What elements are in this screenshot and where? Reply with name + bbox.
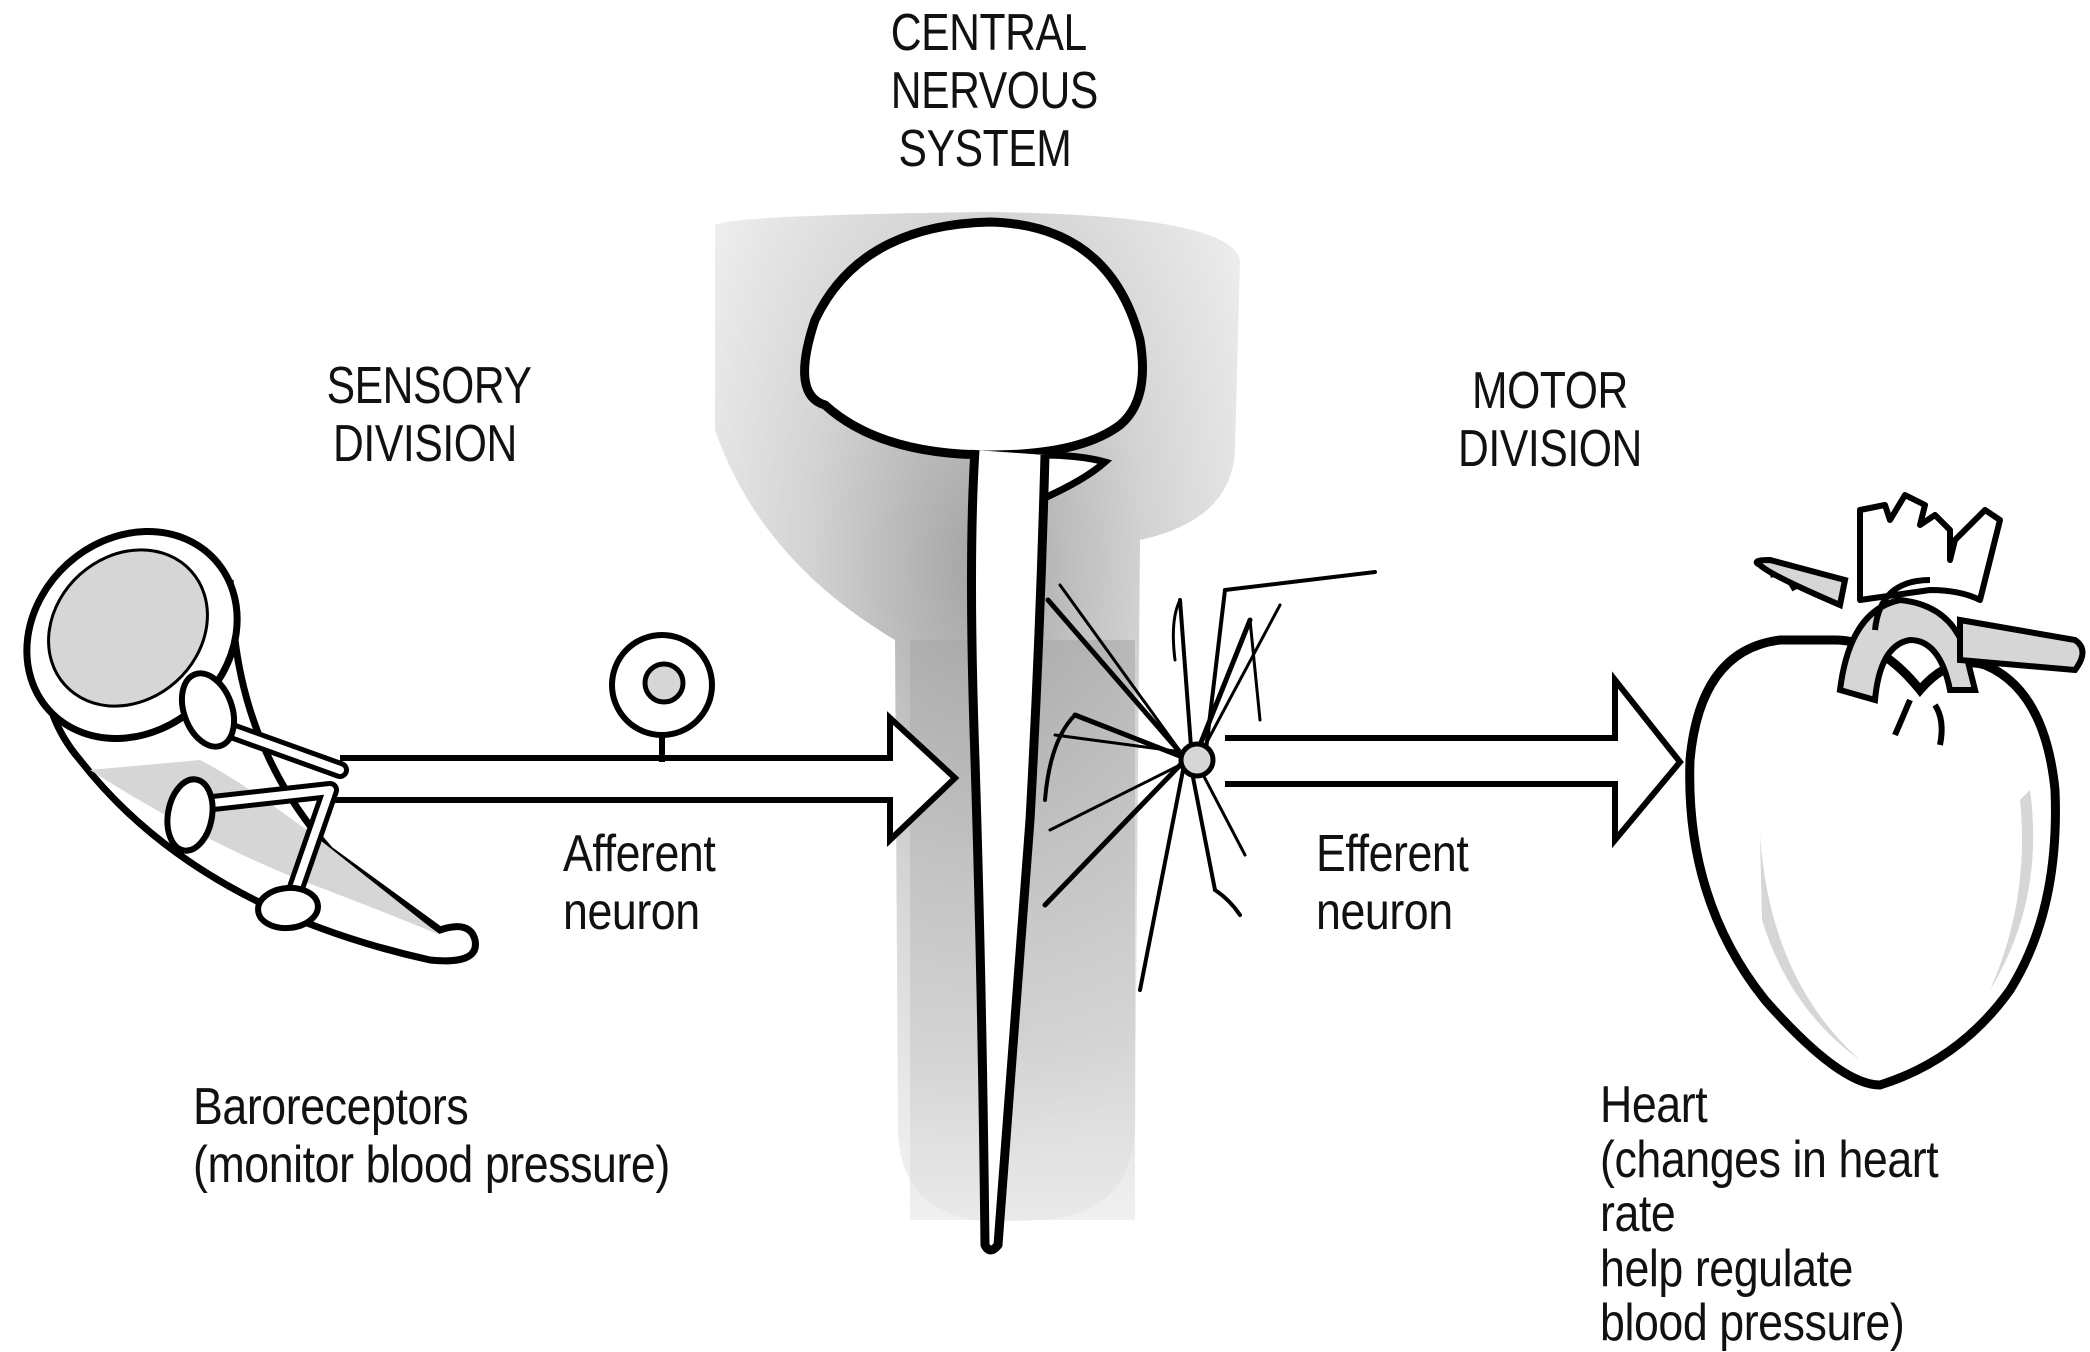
efferent-neuron-label: Efferent neuron [1316, 825, 1468, 941]
baroreceptors-label: Baroreceptors (monitor blood pressure) [193, 1078, 670, 1194]
sensory-division-label: SENSORY DIVISION [327, 357, 524, 473]
ganglion-icon [612, 635, 712, 762]
cns-label: CENTRAL NERVOUS SYSTEM [891, 4, 1080, 179]
heart-icon [1690, 495, 2083, 1085]
motor-division-label: MOTOR DIVISION [1452, 362, 1649, 478]
heart-label: Heart (changes in heart rate help regula… [1600, 1078, 2021, 1351]
afferent-arrow [330, 718, 955, 840]
efferent-arrow [1225, 680, 1680, 840]
afferent-neuron-label: Afferent neuron [563, 825, 715, 941]
